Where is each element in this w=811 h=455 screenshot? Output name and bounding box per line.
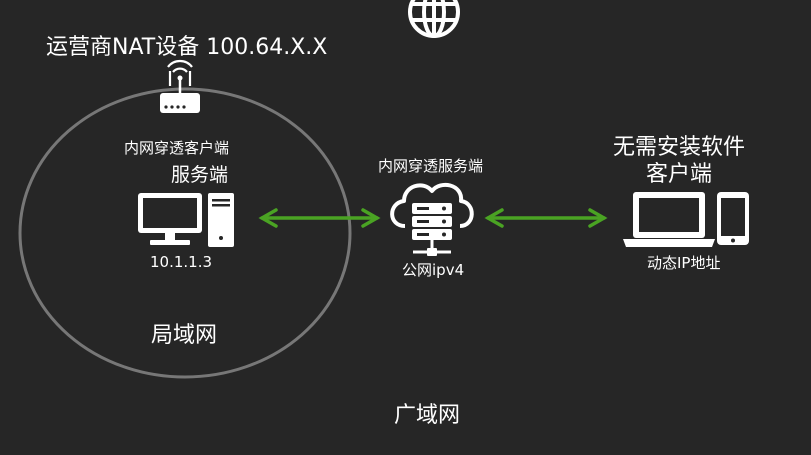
connection-arrow-relay-remote bbox=[484, 208, 608, 228]
lan-label: 局域网 bbox=[151, 323, 218, 348]
laptop-icon bbox=[623, 192, 715, 247]
lan-client-label: 内网穿透客户端 bbox=[124, 139, 230, 157]
relay-ip-label: 公网ipv4 bbox=[402, 261, 465, 279]
remote-title-line2: 客户端 bbox=[646, 162, 713, 187]
desktop-computer-icon bbox=[138, 193, 234, 247]
lan-server-label: 服务端 bbox=[171, 164, 229, 186]
remote-ip-label: 动态IP地址 bbox=[647, 254, 721, 272]
relay-server-label: 内网穿透服务端 bbox=[378, 157, 484, 175]
wan-label: 广域网 bbox=[394, 403, 461, 428]
lan-ip-label: 10.1.1.3 bbox=[150, 253, 213, 271]
nat-device-label: 运营商NAT设备 100.64.X.X bbox=[46, 35, 328, 60]
cloud-server-icon bbox=[390, 182, 474, 256]
remote-title-line1: 无需安装软件 bbox=[613, 135, 746, 160]
connection-arrow-lan-relay bbox=[258, 208, 381, 228]
router-icon bbox=[160, 59, 200, 113]
lan-boundary-ellipse bbox=[18, 87, 352, 379]
globe-icon bbox=[408, 0, 460, 38]
mobile-phone-icon bbox=[717, 192, 749, 245]
